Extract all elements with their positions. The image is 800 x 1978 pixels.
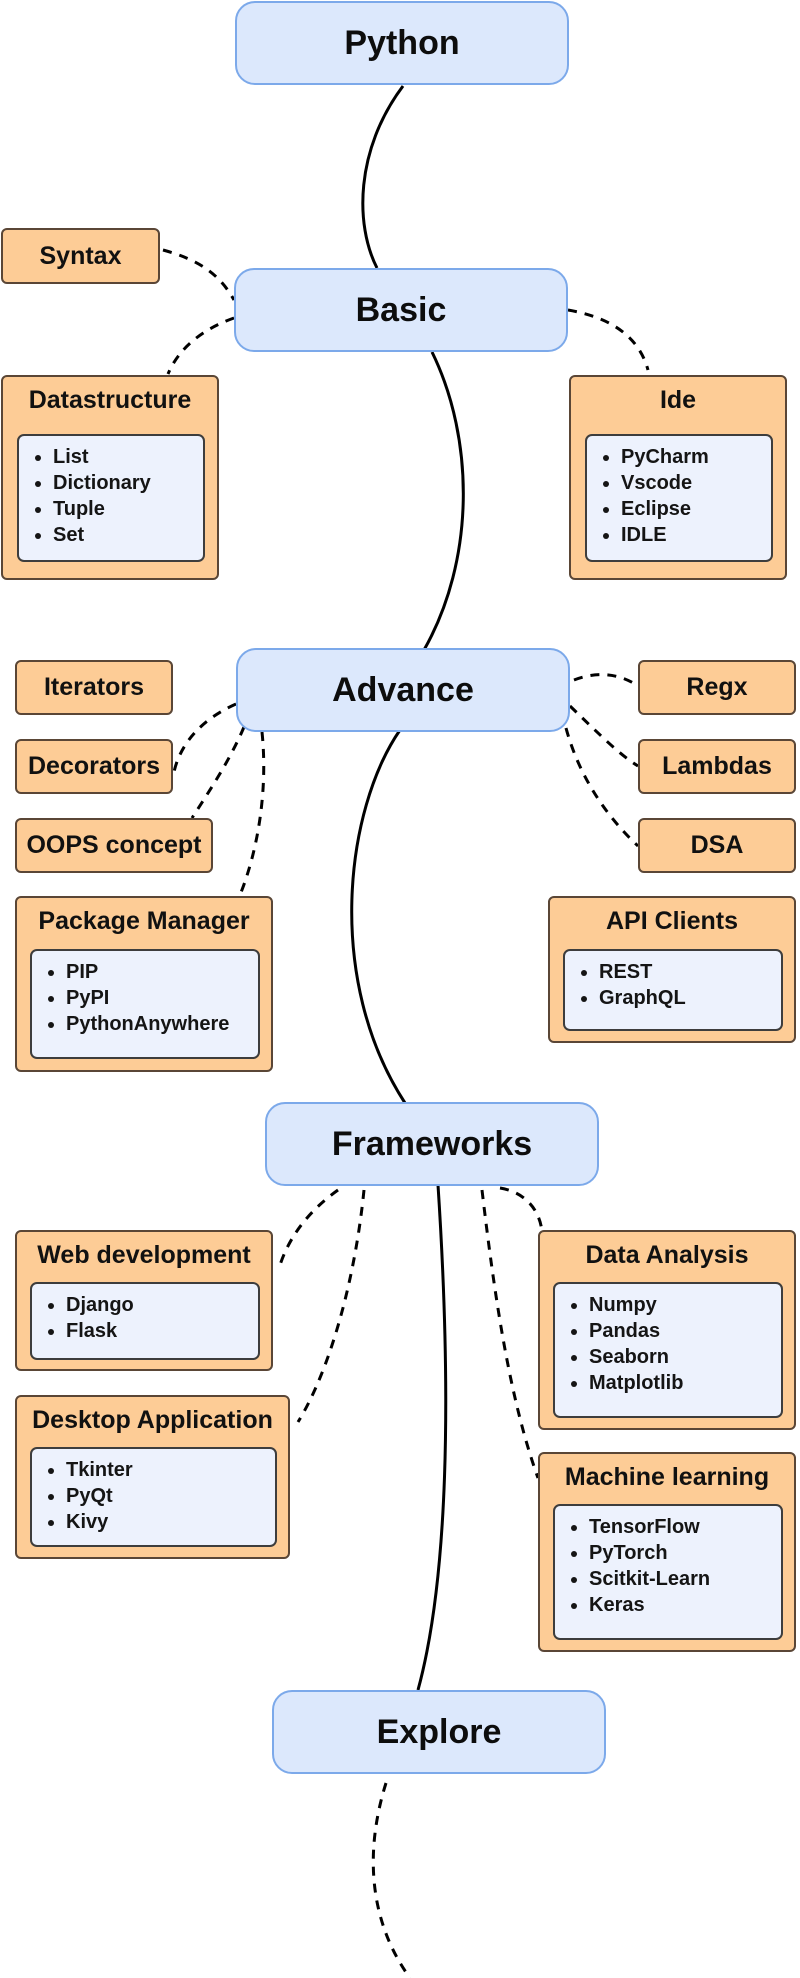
list-item: IDLE bbox=[621, 522, 771, 548]
topic-desktop-application[interactable]: Desktop Application Tkinter PyQt Kivy bbox=[15, 1395, 290, 1559]
datastructure-title: Datastructure bbox=[28, 386, 192, 414]
desktop-application-title: Desktop Application bbox=[32, 1406, 273, 1434]
machine-learning-list: TensorFlow PyTorch Scitkit-Learn Keras bbox=[553, 1504, 783, 1640]
topic-data-analysis[interactable]: Data Analysis Numpy Pandas Seaborn Matpl… bbox=[538, 1230, 796, 1430]
list-item: PyTorch bbox=[589, 1540, 781, 1566]
topic-api-clients[interactable]: API Clients REST GraphQL bbox=[548, 896, 796, 1043]
list-item: Pandas bbox=[589, 1318, 781, 1344]
ide-list: PyCharm Vscode Eclipse IDLE bbox=[585, 434, 773, 562]
list-item: Django bbox=[66, 1292, 258, 1318]
data-analysis-list: Numpy Pandas Seaborn Matplotlib bbox=[553, 1282, 783, 1418]
topic-oops-concept[interactable]: OOPS concept bbox=[15, 818, 213, 873]
topic-web-development[interactable]: Web development Django Flask bbox=[15, 1230, 273, 1371]
node-explore[interactable]: Explore bbox=[272, 1690, 606, 1774]
dashed-advance-dsa bbox=[564, 727, 640, 848]
list-item: Kivy bbox=[66, 1509, 275, 1535]
list-item: Numpy bbox=[589, 1292, 781, 1318]
list-item: PIP bbox=[66, 959, 258, 985]
list-item: PyPI bbox=[66, 985, 258, 1011]
topic-ide[interactable]: Ide PyCharm Vscode Eclipse IDLE bbox=[569, 375, 787, 580]
list-item: REST bbox=[599, 959, 781, 985]
dashed-frameworks-data bbox=[499, 1186, 544, 1233]
dashed-advance-package bbox=[238, 731, 266, 896]
api-clients-list: REST GraphQL bbox=[563, 949, 783, 1031]
topic-iterators[interactable]: Iterators bbox=[15, 660, 173, 715]
node-basic[interactable]: Basic bbox=[234, 268, 568, 352]
dashed-explore-continue bbox=[371, 1782, 412, 1978]
spine-basic-advance bbox=[422, 351, 465, 651]
dashed-frameworks-desktop bbox=[296, 1189, 366, 1423]
topic-decorators[interactable]: Decorators bbox=[15, 739, 173, 794]
topic-datastructure[interactable]: Datastructure List Dictionary Tuple Set bbox=[1, 375, 219, 580]
list-item: Scitkit-Learn bbox=[589, 1566, 781, 1592]
dashed-advance-lambdas bbox=[568, 704, 639, 768]
dashed-advance-decorators bbox=[172, 702, 237, 773]
list-item: Flask bbox=[66, 1318, 258, 1344]
dashed-basic-syntax bbox=[162, 248, 236, 301]
dashed-frameworks-web bbox=[278, 1188, 339, 1266]
list-item: Eclipse bbox=[621, 496, 771, 522]
dashed-advance-regx bbox=[573, 673, 639, 688]
ide-title: Ide bbox=[659, 386, 697, 414]
web-development-list: Django Flask bbox=[30, 1282, 260, 1360]
list-item: PyQt bbox=[66, 1483, 275, 1509]
data-analysis-title: Data Analysis bbox=[585, 1241, 749, 1269]
machine-learning-title: Machine learning bbox=[564, 1463, 770, 1491]
node-python[interactable]: Python bbox=[235, 1, 569, 85]
spine-frameworks-explore bbox=[416, 1184, 448, 1691]
list-item: Keras bbox=[589, 1592, 781, 1618]
node-advance[interactable]: Advance bbox=[236, 648, 570, 732]
list-item: Tuple bbox=[53, 496, 203, 522]
dashed-basic-ide bbox=[567, 308, 650, 371]
topic-package-manager[interactable]: Package Manager PIP PyPI PythonAnywhere bbox=[15, 896, 273, 1072]
topic-regx[interactable]: Regx bbox=[638, 660, 796, 715]
api-clients-title: API Clients bbox=[606, 907, 738, 935]
list-item: PyCharm bbox=[621, 444, 771, 470]
topic-dsa[interactable]: DSA bbox=[638, 818, 796, 873]
list-item: PythonAnywhere bbox=[66, 1011, 258, 1037]
list-item: Tkinter bbox=[66, 1457, 275, 1483]
list-item: Dictionary bbox=[53, 470, 203, 496]
spine-advance-frameworks bbox=[350, 729, 407, 1104]
desktop-application-list: Tkinter PyQt Kivy bbox=[30, 1447, 277, 1547]
dashed-advance-oops bbox=[190, 726, 246, 819]
package-manager-title: Package Manager bbox=[38, 907, 250, 935]
dashed-basic-datastructure bbox=[166, 316, 235, 375]
list-item: GraphQL bbox=[599, 985, 781, 1011]
package-manager-list: PIP PyPI PythonAnywhere bbox=[30, 949, 260, 1059]
list-item: Set bbox=[53, 522, 203, 548]
topic-lambdas[interactable]: Lambdas bbox=[638, 739, 796, 794]
list-item: List bbox=[53, 444, 203, 470]
node-frameworks[interactable]: Frameworks bbox=[265, 1102, 599, 1186]
topic-machine-learning[interactable]: Machine learning TensorFlow PyTorch Scit… bbox=[538, 1452, 796, 1652]
list-item: TensorFlow bbox=[589, 1514, 781, 1540]
dashed-frameworks-ml bbox=[480, 1189, 540, 1479]
topic-syntax[interactable]: Syntax bbox=[1, 228, 160, 284]
list-item: Seaborn bbox=[589, 1344, 781, 1370]
list-item: Vscode bbox=[621, 470, 771, 496]
web-development-title: Web development bbox=[37, 1241, 251, 1269]
list-item: Matplotlib bbox=[589, 1370, 781, 1396]
datastructure-list: List Dictionary Tuple Set bbox=[17, 434, 205, 562]
spine-python-basic bbox=[361, 85, 405, 269]
